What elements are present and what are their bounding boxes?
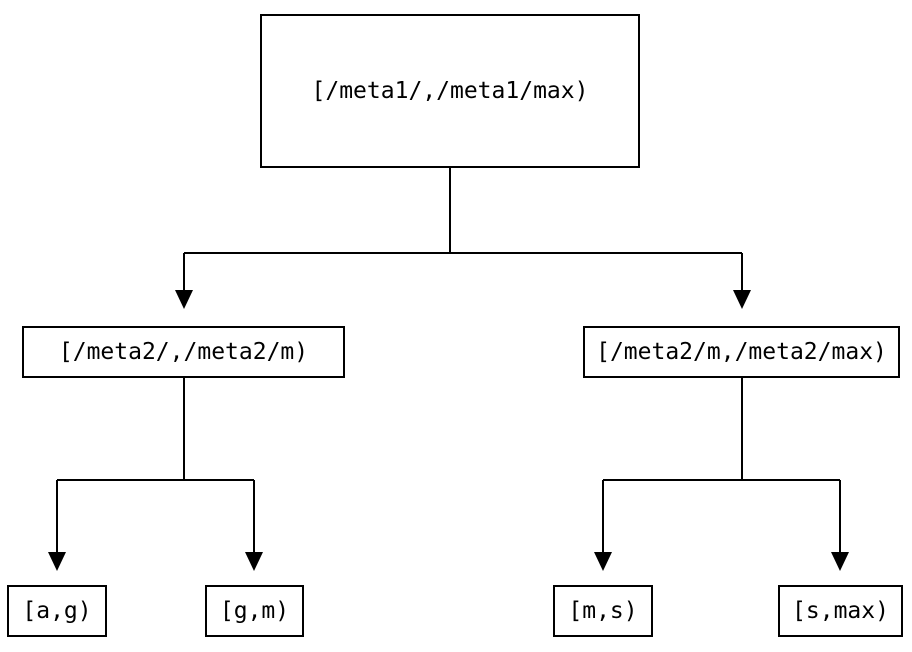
edge-right-to-children <box>602 378 841 553</box>
node-leaf-g-m: [g,m) <box>205 585 304 637</box>
arrowhead-to-l2-left <box>175 290 193 309</box>
edge-root-to-children <box>183 168 743 291</box>
node-meta2-high-interval: [/meta2/m,/meta2/max) <box>583 326 900 378</box>
node-root-interval: [/meta1/,/meta1/max) <box>260 14 640 168</box>
arrowhead-to-leaf-gm <box>245 552 263 571</box>
arrowhead-to-leaf-smax <box>831 552 849 571</box>
node-leaf-s-max: [s,max) <box>778 585 903 637</box>
node-leaf-m-s: [m,s) <box>553 585 653 637</box>
arrowhead-to-l2-right <box>733 290 751 309</box>
arrowhead-to-leaf-ag <box>48 552 66 571</box>
node-meta2-low-interval: [/meta2/,/meta2/m) <box>22 326 345 378</box>
arrowhead-to-leaf-ms <box>594 552 612 571</box>
node-leaf-a-g: [a,g) <box>7 585 107 637</box>
edge-left-to-children <box>56 378 255 553</box>
